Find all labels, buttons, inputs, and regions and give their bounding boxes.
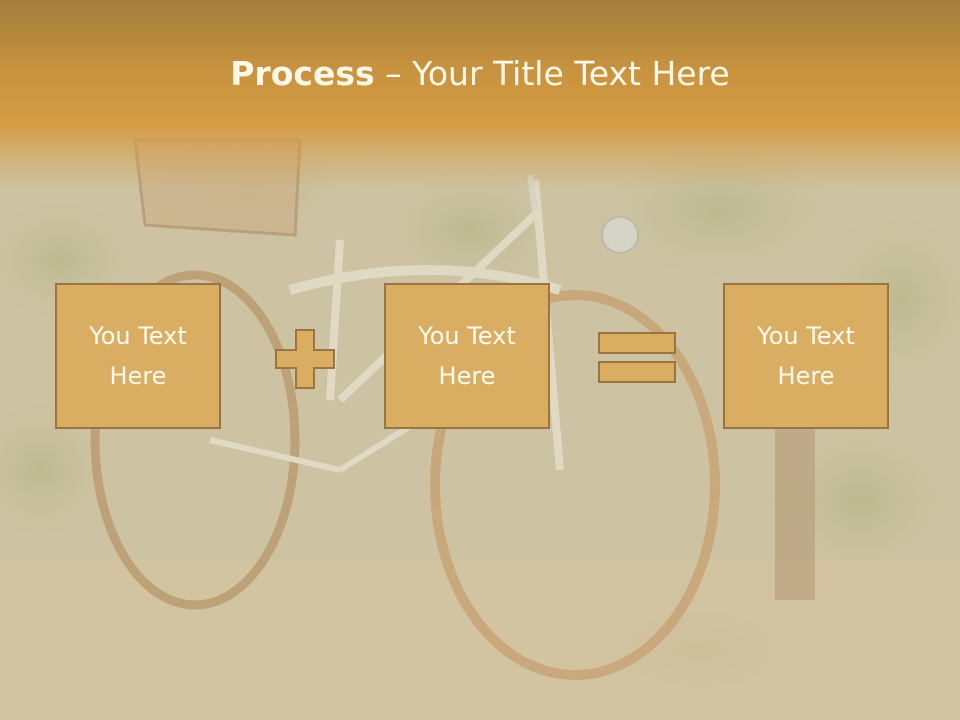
plus-icon: [275, 329, 335, 389]
process-box-3[interactable]: You Text Here: [723, 283, 889, 429]
equals-icon: [598, 332, 676, 383]
title-bold: Process: [230, 54, 375, 93]
process-box-1[interactable]: You Text Here: [55, 283, 221, 429]
title-band: [0, 0, 960, 190]
process-box-1-text: You Text Here: [89, 322, 187, 390]
process-box-2[interactable]: You Text Here: [384, 283, 550, 429]
process-box-2-text: You Text Here: [418, 322, 516, 390]
slide-title: Process – Your Title Text Here: [0, 52, 960, 96]
title-rest: Your Title Text Here: [412, 54, 730, 93]
process-box-3-text: You Text Here: [757, 322, 855, 390]
title-dash: –: [374, 54, 413, 93]
